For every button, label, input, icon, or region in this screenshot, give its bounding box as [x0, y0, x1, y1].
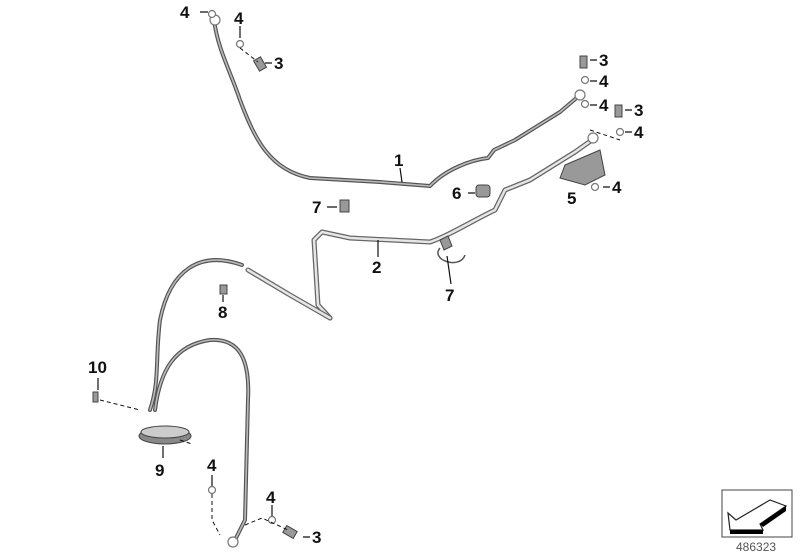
- part-label-3: 3: [634, 101, 643, 120]
- part-label-3: 3: [274, 54, 283, 73]
- part-label-7: 7: [445, 286, 454, 305]
- arrow-view-direction-icon: [721, 489, 793, 538]
- clamp-part-9: [138, 425, 192, 445]
- bolt-part-3: [282, 524, 298, 540]
- part-label-4: 4: [599, 72, 609, 91]
- bracket-part-5: [559, 149, 606, 186]
- part-label-2: 2: [372, 258, 381, 277]
- part-label-8: 8: [218, 303, 227, 322]
- part-label-5: 5: [567, 189, 576, 208]
- part-label-3: 3: [312, 528, 321, 547]
- part-label-4: 4: [234, 9, 244, 28]
- part-label-4: 4: [180, 3, 190, 22]
- clip-part-7-lower: [439, 235, 453, 251]
- part-label-4: 4: [207, 456, 217, 475]
- clip-part-7-upper: [339, 199, 350, 213]
- brake-line-2: [245, 132, 599, 321]
- part-label-4: 4: [599, 96, 609, 115]
- screw-part-10: [92, 391, 99, 403]
- brake-line-1: [209, 14, 586, 188]
- bolt-part-3: [614, 104, 623, 118]
- part-label-7: 7: [312, 198, 321, 217]
- holder-part-6: [475, 184, 491, 198]
- document-number: 486323: [736, 540, 777, 554]
- part-label-4: 4: [612, 178, 622, 197]
- screw-part-8: [219, 284, 228, 295]
- bolt-part-3: [252, 56, 268, 72]
- brake-hoses-lower: [148, 258, 251, 548]
- part-label-4: 4: [266, 488, 276, 507]
- part-label-10: 10: [88, 358, 107, 377]
- bolt-part-3: [579, 55, 588, 69]
- part-label-9: 9: [155, 461, 164, 480]
- part-label-1: 1: [394, 151, 403, 170]
- part-label-3: 3: [599, 51, 608, 70]
- part-label-6: 6: [452, 184, 461, 203]
- part-label-4: 4: [634, 123, 644, 142]
